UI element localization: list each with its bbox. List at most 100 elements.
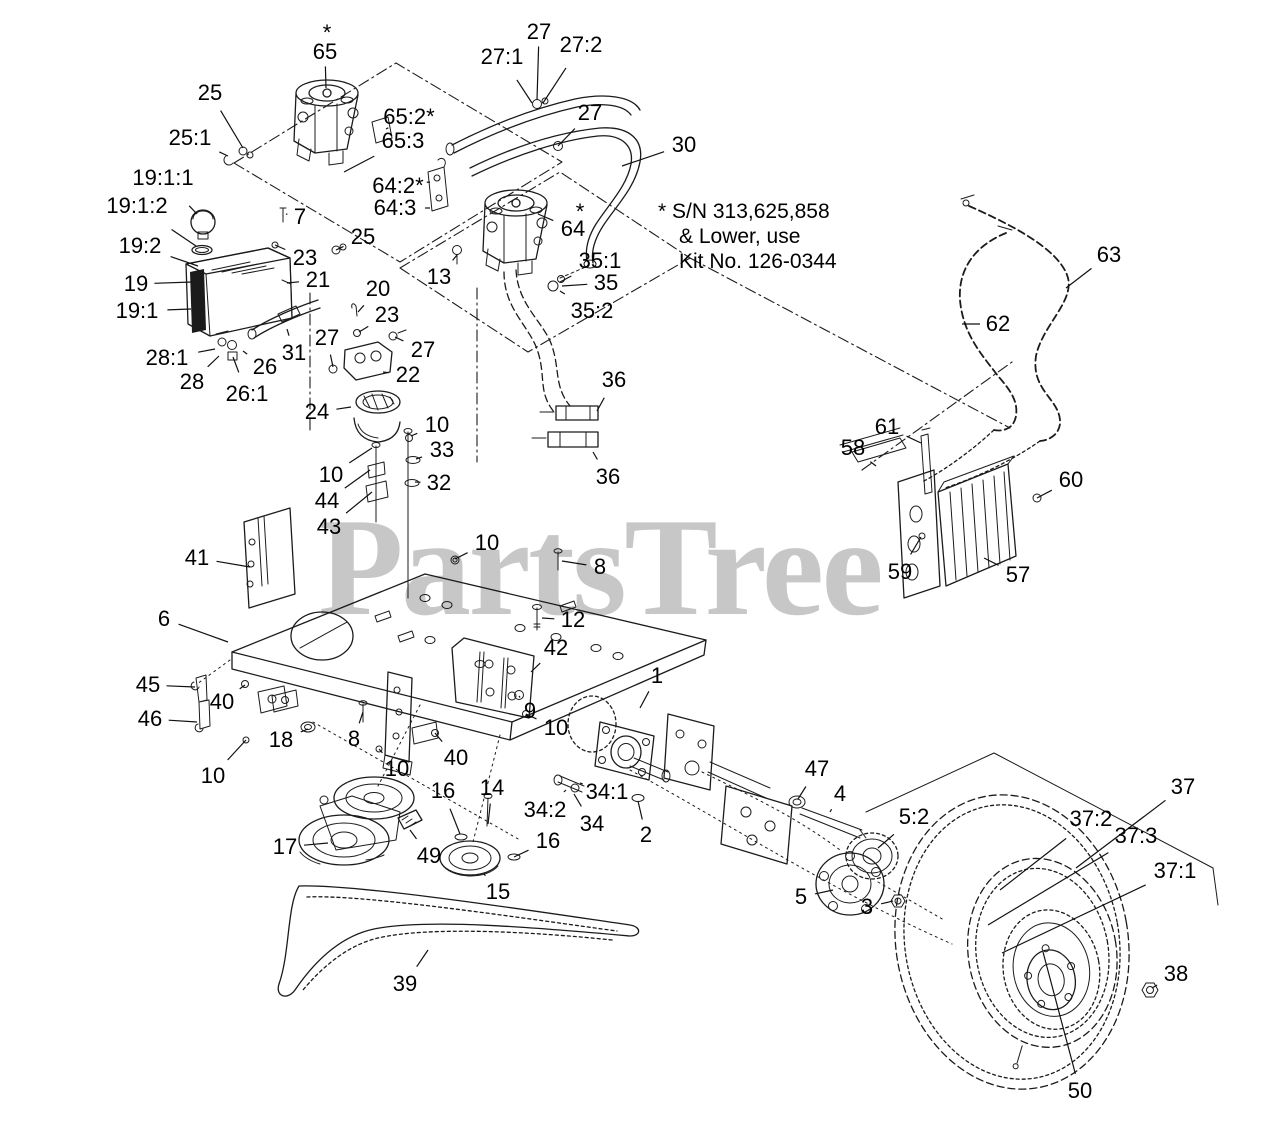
callout-2: 2 bbox=[639, 822, 653, 847]
callout-27: 27 bbox=[577, 100, 603, 125]
leader-line-21 bbox=[286, 281, 300, 284]
leader-line-14 bbox=[487, 803, 491, 825]
callout-40: 40 bbox=[209, 689, 235, 714]
watermark: PartsTree bbox=[318, 490, 884, 645]
callout-373: 37:3 bbox=[1114, 823, 1158, 848]
callout-star: * bbox=[575, 199, 585, 224]
hose-30 bbox=[445, 95, 642, 279]
leader-line-35 bbox=[561, 283, 588, 287]
callout-10: 10 bbox=[318, 462, 344, 487]
callout-351: 35:1 bbox=[578, 248, 622, 273]
leader-line-342 bbox=[563, 789, 567, 793]
callout-653: 65:3 bbox=[381, 128, 425, 153]
plate-42 bbox=[451, 637, 535, 719]
lug-nut-38 bbox=[1141, 982, 1159, 998]
leader-line-23 bbox=[274, 244, 286, 251]
leader-line-63 bbox=[1065, 267, 1092, 289]
callout-14: 14 bbox=[479, 775, 505, 800]
callout-24: 24 bbox=[304, 399, 330, 424]
callout-27: 27 bbox=[410, 337, 436, 362]
callout-13: 13 bbox=[426, 264, 452, 289]
callout-371: 37:1 bbox=[1153, 858, 1197, 883]
callout-7: 7 bbox=[293, 204, 307, 229]
callout-10: 10 bbox=[543, 715, 569, 740]
callout-10: 10 bbox=[384, 756, 410, 781]
leader-line-10 bbox=[410, 432, 418, 437]
leader-line-47 bbox=[797, 786, 807, 800]
callout-652: 65:2* bbox=[383, 104, 435, 129]
callout-342: 34:2 bbox=[523, 797, 567, 822]
leader-line-45 bbox=[166, 685, 196, 688]
frame-deck bbox=[231, 573, 707, 745]
callout-63: 63 bbox=[1096, 242, 1122, 267]
leader-line-34 bbox=[573, 793, 582, 807]
fitting-34 bbox=[553, 774, 585, 793]
leader-line-43 bbox=[345, 491, 373, 514]
leader-line-40 bbox=[239, 684, 246, 690]
leader-line-65 bbox=[324, 66, 327, 89]
callout-44: 44 bbox=[314, 488, 340, 513]
callout-1: 1 bbox=[650, 663, 664, 688]
belt-39 bbox=[277, 885, 640, 997]
leader-line-38 bbox=[1151, 984, 1158, 989]
leader-line-17 bbox=[303, 842, 329, 846]
reservoir-group bbox=[185, 209, 293, 361]
callout-50: 50 bbox=[1067, 1078, 1093, 1103]
leader-line-26 bbox=[242, 350, 248, 355]
callout-49: 49 bbox=[416, 843, 442, 868]
callout-58: 58 bbox=[840, 435, 866, 460]
construction-lines bbox=[196, 659, 953, 945]
callout-10: 10 bbox=[474, 530, 500, 555]
leader-line-58 bbox=[869, 461, 877, 467]
hose-31 bbox=[247, 299, 321, 340]
leader-line-52 bbox=[877, 833, 895, 849]
leader-line-3 bbox=[880, 900, 894, 905]
leader-line-191 bbox=[167, 308, 192, 311]
leader-line-30 bbox=[621, 151, 665, 167]
callout-star: * bbox=[322, 20, 332, 45]
callout-23: 23 bbox=[292, 245, 318, 270]
callout-10: 10 bbox=[424, 412, 450, 437]
leader-line-61 bbox=[906, 435, 922, 444]
callout-23: 23 bbox=[374, 302, 400, 327]
leader-line-1912 bbox=[171, 229, 197, 247]
wheel-motor-1 bbox=[567, 695, 671, 783]
hose-35-36 bbox=[503, 269, 599, 448]
hose-62 bbox=[921, 225, 1018, 483]
callout-15: 15 bbox=[485, 879, 511, 904]
wheel-guide-lines bbox=[865, 752, 1219, 906]
callout-16: 16 bbox=[535, 828, 561, 853]
note-line: & Lower, use bbox=[679, 225, 801, 248]
cooler-group bbox=[839, 427, 1042, 599]
callout-36: 36 bbox=[601, 367, 627, 392]
leader-line-5 bbox=[814, 889, 834, 895]
pulley-15-group bbox=[439, 793, 521, 877]
note-line: Kit No. 126-0344 bbox=[679, 250, 837, 273]
leader-line-24 bbox=[336, 406, 352, 410]
leader-line-10 bbox=[348, 447, 373, 464]
leader-line-10 bbox=[454, 552, 468, 560]
leader-line-46 bbox=[168, 719, 198, 723]
callout-32: 32 bbox=[426, 470, 452, 495]
hardware-studs bbox=[365, 428, 421, 599]
leader-line-351 bbox=[559, 275, 572, 283]
leader-line-10 bbox=[378, 748, 383, 754]
leader-line-372 bbox=[999, 837, 1067, 891]
leader-line-59 bbox=[910, 536, 922, 555]
callout-9: 9 bbox=[523, 698, 537, 723]
leader-line-64 bbox=[537, 213, 554, 222]
leader-line-6 bbox=[178, 623, 229, 643]
callout-41: 41 bbox=[184, 545, 210, 570]
leader-line-271 bbox=[516, 79, 533, 104]
leader-line-23 bbox=[358, 325, 369, 333]
leader-line-192 bbox=[170, 256, 199, 267]
callout-43: 43 bbox=[316, 514, 342, 539]
callout-4: 4 bbox=[833, 781, 847, 806]
callout-272: 27:2 bbox=[559, 32, 603, 57]
leader-line-27 bbox=[536, 46, 540, 101]
callout-6: 6 bbox=[157, 606, 171, 631]
callout-40: 40 bbox=[443, 745, 469, 770]
leader-line-60 bbox=[1036, 489, 1053, 499]
hub-group bbox=[815, 832, 906, 916]
